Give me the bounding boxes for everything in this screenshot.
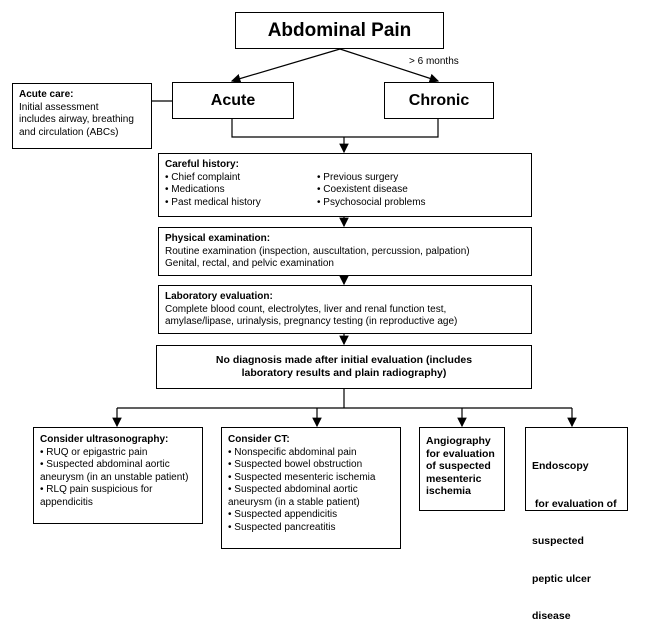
endoscopy-line: Endoscopy [532, 460, 589, 472]
endoscopy-line: peptic ulcer [532, 572, 591, 585]
history-item: • Past medical history [165, 196, 261, 208]
endoscopy-line: suspected [532, 535, 584, 547]
acute-care-box: Acute care: Initial assessment includes … [12, 83, 152, 149]
endoscopy-box: Endoscopy for evaluation of suspected pe… [525, 427, 628, 622]
ct-box: Consider CT: • Nonspecific abdominal pai… [221, 427, 401, 549]
lab-heading: Laboratory evaluation: [165, 291, 273, 302]
lab-box: Laboratory evaluation: Complete blood co… [158, 285, 532, 334]
endoscopy-line: for evaluation of [532, 497, 617, 510]
endoscopy-line: disease [532, 610, 571, 622]
exam-box: Physical examination: Routine examinatio… [158, 227, 532, 276]
page-title: Abdominal Pain [267, 19, 412, 41]
title-box: Abdominal Pain [235, 12, 444, 49]
history-item: • Psychosocial problems [317, 196, 426, 208]
arrow-title-to-acute [230, 48, 341, 84]
ct-heading: Consider CT: [228, 434, 290, 445]
ultrasound-line: • Suspected abdominal aortic [40, 459, 170, 470]
no-diagnosis-line: laboratory results and plain radiography… [241, 367, 447, 379]
angiography-box: Angiography for evaluation of suspected … [419, 427, 505, 511]
ultrasound-line: aneurysm (in an unstable patient) [40, 471, 189, 483]
history-item: • Previous surgery [317, 171, 399, 183]
ultrasound-box: Consider ultrasonography: • RUQ or epiga… [33, 427, 203, 524]
history-item: • Chief complaint [165, 171, 241, 183]
connector-lines [112, 48, 577, 428]
ultrasound-line: appendicitis [40, 496, 93, 508]
history-heading: Careful history: [165, 159, 239, 170]
exam-line: Routine examination (inspection, auscult… [165, 245, 470, 257]
chronic-edge-label: > 6 months [409, 56, 459, 67]
chronic-label: Chronic [408, 91, 470, 109]
ct-line: • Suspected bowel obstruction [228, 459, 363, 470]
angiography-line: Angiography [426, 435, 491, 447]
ultrasound-line: • RLQ pain suspicious for [40, 484, 153, 495]
chronic-box: Chronic [384, 82, 494, 119]
acute-care-heading: Acute care: [19, 89, 74, 100]
ct-line: aneurysm (in a stable patient) [228, 496, 360, 508]
ultrasound-line: • RUQ or epigastric pain [40, 446, 148, 458]
angiography-line: ischemia [426, 485, 471, 497]
exam-line: Genital, rectal, and pelvic examination [165, 258, 334, 269]
acute-care-line: Initial assessment [19, 101, 99, 113]
angiography-line: mesenteric [426, 472, 482, 485]
angiography-line: for evaluation [426, 447, 495, 460]
ct-line: • Nonspecific abdominal pain [228, 446, 357, 458]
acute-care-line: includes airway, breathing [19, 114, 134, 125]
ultrasound-heading: Consider ultrasonography: [40, 434, 169, 445]
lab-line: amylase/lipase, urinalysis, pregnancy te… [165, 316, 458, 327]
acute-label: Acute [210, 91, 256, 109]
ct-line: • Suspected abdominal aortic [228, 484, 358, 495]
lab-line: Complete blood count, electrolytes, live… [165, 303, 447, 315]
history-item: • Medications [165, 184, 225, 195]
ct-line: • Suspected mesenteric ischemia [228, 471, 376, 483]
history-box: Careful history: • Chief complaint • Med… [158, 153, 532, 217]
no-diagnosis-box: No diagnosis made after initial evaluati… [156, 345, 532, 389]
history-item: • Coexistent disease [317, 184, 408, 195]
merge-line [231, 119, 439, 138]
arrow-title-to-chronic [339, 48, 440, 83]
no-diagnosis-line: No diagnosis made after initial evaluati… [215, 354, 473, 366]
acute-care-line: and circulation (ABCs) [19, 126, 119, 138]
ct-line: • Suspected appendicitis [228, 509, 338, 520]
acute-box: Acute [172, 82, 294, 119]
angiography-line: of suspected [426, 460, 491, 472]
exam-heading: Physical examination: [165, 233, 271, 244]
ct-line: • Suspected pancreatitis [228, 521, 336, 533]
